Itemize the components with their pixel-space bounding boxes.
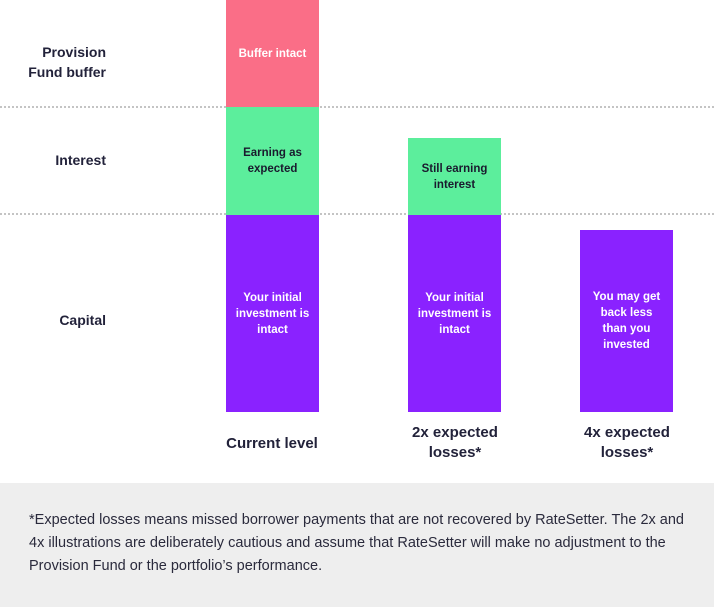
col-label-current-level: Current level (226, 435, 318, 452)
footnote-text: *Expected losses means missed borrower p… (29, 512, 684, 574)
current-interest-block: Earning as expected (226, 107, 319, 215)
divider-interest-capital (0, 213, 714, 215)
col-label-4x-expected-losses: 4x expected losses* (584, 424, 670, 461)
current-capital-block: Your initial investment is intact (226, 215, 319, 412)
current-capital-text: Your initial investment is intact (235, 291, 310, 336)
current-buffer-text: Buffer intact (238, 47, 307, 60)
divider-buffer-interest (0, 106, 714, 108)
two-x-interest-text: Still earning interest (421, 162, 488, 191)
four-x-capital-text: You may get back less than you invested (592, 291, 661, 351)
footnote-panel: *Expected losses means missed borrower p… (0, 483, 714, 607)
row-label-provision-fund-buffer: Provision Fund buffer (28, 44, 106, 80)
row-label-capital: Capital (59, 312, 106, 328)
two-x-capital-text: Your initial investment is intact (417, 291, 492, 336)
two-x-interest-block: Still earning interest (408, 138, 501, 215)
current-buffer-block: Buffer intact (226, 0, 319, 107)
two-x-capital-block: Your initial investment is intact (408, 215, 501, 412)
current-interest-text: Earning as expected (243, 147, 302, 175)
four-x-capital-block: You may get back less than you invested (580, 230, 673, 412)
col-label-2x-expected-losses: 2x expected losses* (412, 424, 498, 461)
row-label-interest: Interest (55, 152, 106, 168)
